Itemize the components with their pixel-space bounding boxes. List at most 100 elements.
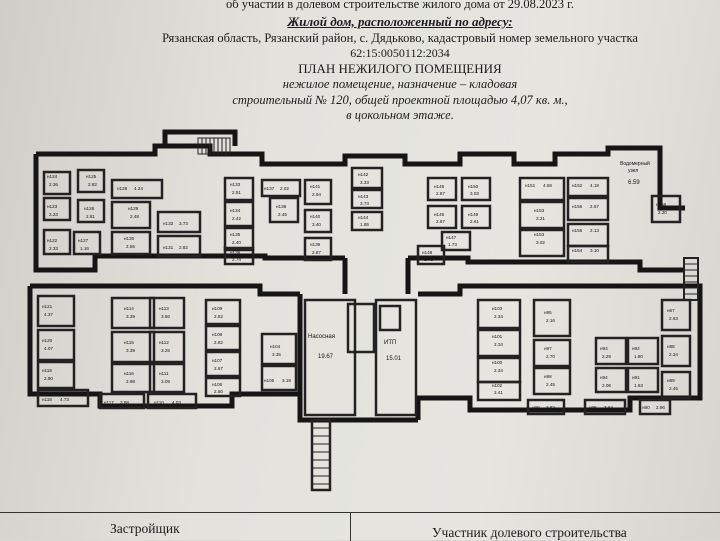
- room-area: 2.96: [656, 405, 665, 410]
- room-area: 2.82: [214, 340, 223, 345]
- signature-table: Застройщик Участник долевого строительст…: [0, 512, 720, 541]
- room-area: 3.18: [282, 378, 291, 383]
- room-label: н107: [212, 358, 223, 363]
- room-label: н127: [78, 238, 89, 243]
- room-label: н102: [492, 383, 503, 388]
- room-area: 2.56: [126, 244, 135, 249]
- room-label: н139: [310, 242, 321, 247]
- room-area: 2.45: [546, 382, 555, 387]
- room-area: 1.72: [424, 257, 433, 262]
- room-label: н115: [124, 340, 134, 345]
- room-area: 2.34: [494, 342, 503, 347]
- room-area: 2.82: [88, 182, 97, 187]
- room-area: 1.85: [360, 222, 369, 227]
- room-label: н134: [230, 208, 241, 213]
- room-label: н144: [358, 215, 369, 220]
- room-label: н158: [656, 202, 667, 207]
- room-label: н155: [572, 228, 583, 233]
- address-text: Рязанская область, Рязанский район, с. Д…: [162, 31, 638, 45]
- room-label: н93: [600, 346, 608, 351]
- premises-floor: в цокольном этаже.: [346, 108, 454, 122]
- room-label: н140: [310, 214, 321, 219]
- room-label: н125: [86, 174, 97, 179]
- room-label: н142: [358, 172, 369, 177]
- room-label: н152: [572, 183, 583, 188]
- room-area: 3.82: [546, 405, 555, 410]
- room-label: н95: [544, 310, 552, 315]
- room-label: н114: [124, 306, 134, 311]
- room-label: н118: [42, 397, 52, 402]
- room-area: 2.33: [49, 246, 58, 251]
- room-label: н110: [154, 400, 164, 405]
- cadastral-number: 62:15:0050112:2034: [350, 46, 450, 60]
- room-label: н95: [589, 405, 597, 410]
- room-area: 2.13: [590, 228, 599, 233]
- room-label: н154: [572, 248, 583, 253]
- room-area: 2.23: [49, 212, 58, 217]
- room-label: н99: [532, 405, 540, 410]
- room-label: н121: [42, 304, 53, 309]
- room-label: н145: [434, 184, 445, 189]
- room-label: н94: [600, 375, 608, 380]
- room-label: н122: [47, 238, 58, 243]
- room-area: 4.37: [44, 312, 53, 317]
- room-label: н103: [492, 306, 503, 311]
- room-label: н98: [544, 374, 552, 379]
- room-area: 4.73: [60, 397, 69, 402]
- room-area: 2.82: [179, 245, 188, 250]
- tech-room-labels: Насосная 19.67 ИТП 15.01 Водомерный узел…: [308, 160, 650, 362]
- room-area: 2.02: [280, 186, 289, 191]
- room-label: н131: [163, 245, 174, 250]
- room-area: 2.42: [232, 216, 241, 221]
- room-label: н153: [534, 232, 545, 237]
- room-area: 2.81: [86, 214, 95, 219]
- room-area: 2.36: [49, 182, 58, 187]
- room-area: 2.40: [232, 240, 241, 245]
- room-area: 2.51: [232, 190, 241, 195]
- room-label: н130: [124, 236, 135, 241]
- room-label: н128: [117, 186, 128, 191]
- pump-room-label: Насосная: [308, 334, 335, 340]
- room-label: н88: [667, 344, 675, 349]
- room-area: 2.29: [602, 354, 611, 359]
- room-label: н138: [276, 204, 287, 209]
- contract-line: об участии в долевом строительстве жилог…: [225, 0, 575, 11]
- premises-number-area: строительный № 120, общей проектной площ…: [232, 93, 568, 107]
- room-area: 4.07: [44, 346, 53, 351]
- room-area: 2.45: [278, 212, 287, 217]
- room-area: 3.09: [161, 379, 170, 384]
- room-label: н129: [128, 206, 139, 211]
- room-area: 1.73: [448, 242, 457, 247]
- room-label: н133: [230, 182, 241, 187]
- room-area: 2.67: [436, 219, 445, 224]
- room-area: 2.74: [232, 257, 241, 262]
- room-label: н112: [159, 340, 169, 345]
- room-area: 2.45: [669, 386, 678, 391]
- room-area: 3.02: [536, 240, 545, 245]
- room-area: 4.18: [590, 183, 599, 188]
- room-label: н150: [468, 184, 479, 189]
- room-area: 3.86: [161, 314, 170, 319]
- stairs: [197, 137, 699, 492]
- room-area: 2.61: [470, 219, 479, 224]
- room-label: н151: [525, 183, 536, 188]
- room-area: 1.63: [634, 383, 643, 388]
- room-area: 2.34: [494, 314, 503, 319]
- room-area: 1.80: [634, 354, 643, 359]
- developer-label: Застройщик: [110, 521, 180, 536]
- room-area: 3.40: [312, 222, 321, 227]
- room-area: 4.03: [172, 400, 181, 405]
- room-area: 2.87: [312, 250, 321, 255]
- heat-point-area: 15.01: [386, 356, 402, 362]
- plan-title: ПЛАН НЕЖИЛОГО ПОМЕЩЕНИЯ: [298, 61, 502, 76]
- room-area: 3.73: [179, 221, 188, 226]
- room-area: 3.64: [604, 405, 613, 410]
- room-area: 1.16: [80, 246, 89, 251]
- room-area: 3.03: [470, 191, 479, 196]
- room-area: 2.41: [494, 390, 503, 395]
- room-area: 3.39: [126, 314, 135, 319]
- inner-walls: [36, 166, 692, 417]
- room-label: н108: [212, 332, 223, 337]
- premises-purpose: нежилое помещение, назначение – кладовая: [282, 77, 518, 91]
- room-label: н106: [212, 382, 223, 387]
